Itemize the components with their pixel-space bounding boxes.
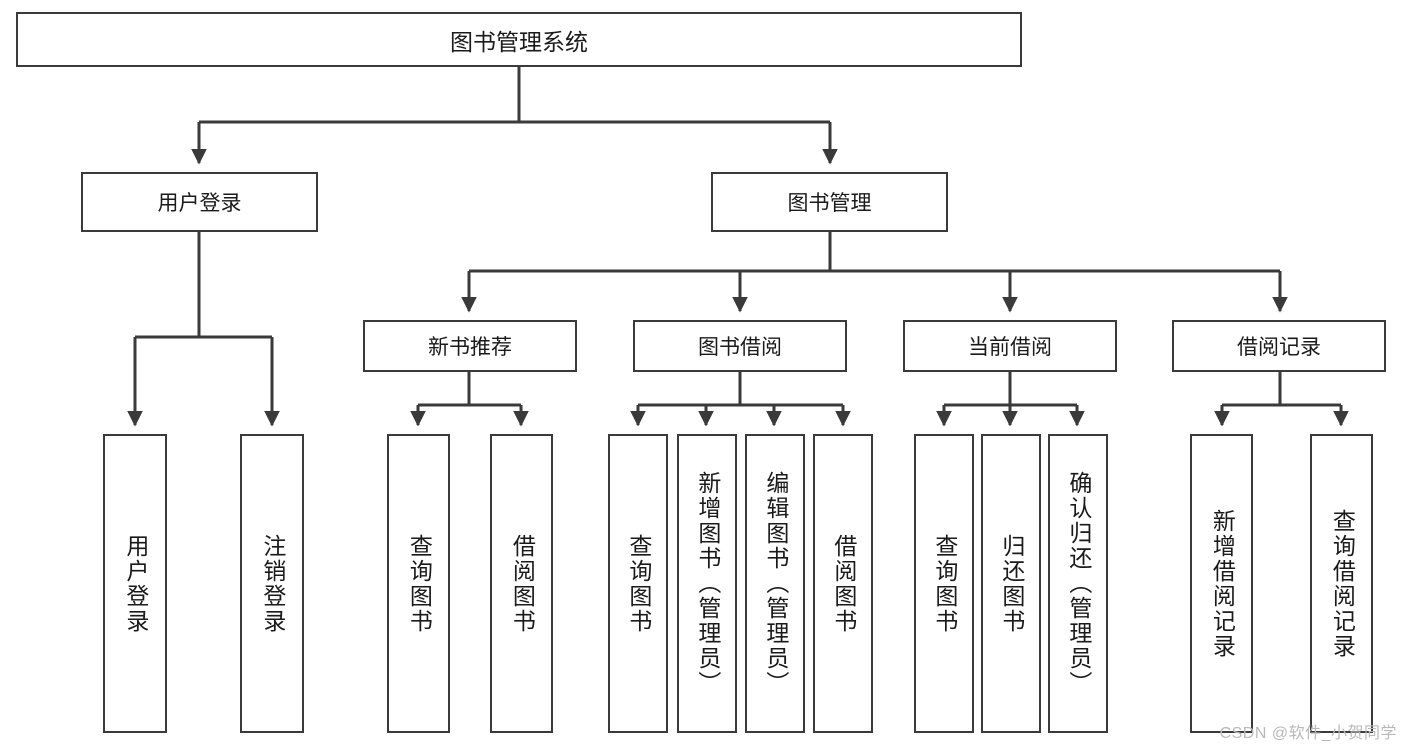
leaf-label: 借阅图书: [509, 533, 536, 634]
leaf-confirm-return-admin[interactable]: 确认归还（管理员）: [1048, 434, 1108, 733]
watermark-text: CSDN @软件_小贺同学: [1219, 725, 1397, 742]
node-new-book-recommendation[interactable]: 新书推荐: [363, 320, 577, 372]
node-label: 借阅记录: [1237, 336, 1321, 359]
leaf-borrow-books-borrowing[interactable]: 借阅图书: [813, 434, 873, 733]
leaf-add-borrow-record[interactable]: 新增借阅记录: [1190, 434, 1253, 733]
leaf-label: 新增图书（管理员）: [694, 471, 721, 696]
leaf-logout[interactable]: 注销登录: [240, 434, 304, 733]
leaf-add-book-admin[interactable]: 新增图书（管理员）: [677, 434, 737, 733]
leaf-label: 查询借阅记录: [1329, 508, 1356, 659]
node-label: 用户登录: [157, 192, 242, 215]
node-user-login[interactable]: 用户登录: [81, 172, 318, 232]
leaf-user-login[interactable]: 用户登录: [103, 434, 167, 733]
leaf-query-books-borrowing[interactable]: 查询图书: [608, 434, 668, 733]
leaf-edit-book-admin[interactable]: 编辑图书（管理员）: [745, 434, 805, 733]
leaf-label: 用户登录: [122, 533, 149, 634]
node-label: 图书管理系统: [450, 28, 588, 55]
leaf-query-books-current[interactable]: 查询图书: [914, 434, 974, 733]
leaf-label: 确认归还（管理员）: [1065, 471, 1092, 696]
leaf-label: 查询图书: [406, 533, 433, 634]
leaf-label: 编辑图书（管理员）: [762, 471, 789, 696]
leaf-borrow-books-recommendation[interactable]: 借阅图书: [490, 434, 553, 733]
leaf-label: 查询图书: [931, 533, 958, 634]
leaf-label: 借阅图书: [830, 533, 857, 634]
node-label: 图书管理: [787, 192, 872, 215]
leaf-query-borrow-record[interactable]: 查询借阅记录: [1310, 434, 1373, 733]
node-book-borrowing[interactable]: 图书借阅: [633, 320, 847, 372]
node-root-book-management-system[interactable]: 图书管理系统: [16, 12, 1022, 67]
node-borrowing-records[interactable]: 借阅记录: [1172, 320, 1386, 372]
node-label: 图书借阅: [698, 336, 782, 359]
leaf-label: 查询图书: [625, 533, 652, 634]
node-label: 当前借阅: [968, 336, 1052, 359]
node-label: 新书推荐: [428, 336, 512, 359]
leaf-query-books-recommendation[interactable]: 查询图书: [387, 434, 450, 733]
leaf-label: 归还图书: [998, 533, 1025, 634]
leaf-label: 新增借阅记录: [1209, 508, 1236, 659]
node-book-management[interactable]: 图书管理: [711, 172, 948, 232]
leaf-label: 注销登录: [259, 533, 286, 634]
leaf-return-books[interactable]: 归还图书: [981, 434, 1041, 733]
node-current-borrowing[interactable]: 当前借阅: [903, 320, 1117, 372]
